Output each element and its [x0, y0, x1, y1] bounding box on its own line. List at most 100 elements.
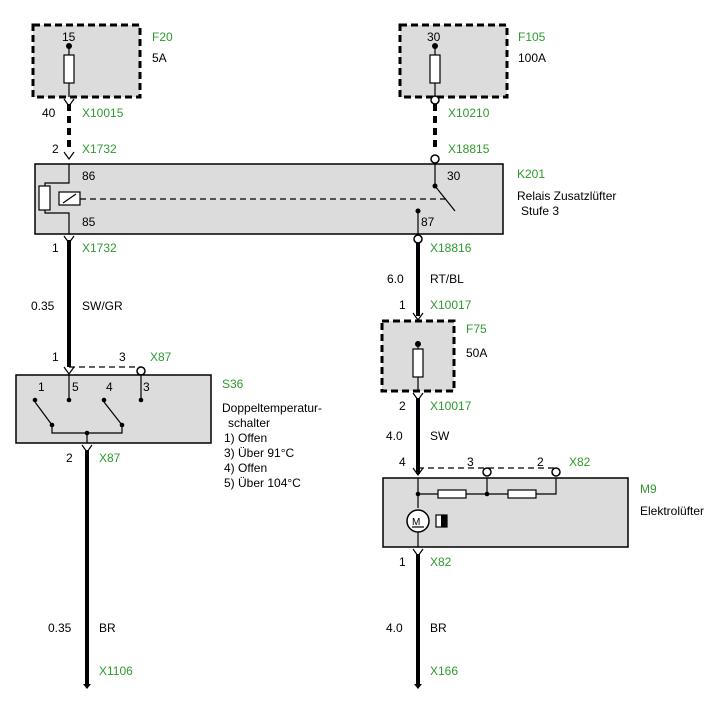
- switch-contact-1: [32, 397, 38, 403]
- fuse-f105-box: [398, 23, 509, 99]
- motor-tap-node: [484, 491, 490, 497]
- switch-int-3: 3: [143, 380, 150, 394]
- connector-x82-pin3: [482, 467, 492, 477]
- switch-s36-box: [15, 374, 212, 444]
- x10015-id: X10015: [82, 106, 124, 120]
- x87-bot-id: X87: [99, 451, 121, 465]
- relay-pin-86: 86: [82, 169, 96, 183]
- x1106-id: X1106: [99, 664, 133, 678]
- connector-x18815-pin: [430, 154, 440, 164]
- fuse-f20: 15 F20 5A: [31, 23, 173, 99]
- relay-pin-30: 30: [447, 169, 461, 183]
- left-mid-gauge: 0.35: [31, 299, 55, 313]
- fuse-f105: 30 F105 100A: [398, 23, 546, 99]
- switch-contact-5: [66, 397, 72, 403]
- relay-k201: 86 85 30 87: [34, 163, 504, 235]
- left-bottom-color: BR: [99, 621, 116, 635]
- x82-bot-id: X82: [430, 555, 452, 569]
- motor-m9: M: [382, 477, 629, 548]
- relay-pin87-node: [415, 208, 421, 214]
- x87-top-id: X87: [150, 350, 172, 364]
- x18816-id: X18816: [430, 241, 472, 255]
- x166-id: X166: [430, 664, 458, 678]
- switch-blade-pivot-left: [49, 422, 55, 428]
- x1732-top-pin: 2: [52, 142, 59, 156]
- fuse-f105-terminal: 30: [427, 30, 441, 44]
- relay-switch-blade: [434, 185, 456, 212]
- x87-top-pin-a: 1: [52, 350, 59, 364]
- fuse-f20-box: [31, 23, 142, 99]
- fuse-f105-id: F105: [518, 30, 546, 44]
- x18815-id: X18815: [448, 142, 490, 156]
- connector-x87-pin1-symbol: [63, 366, 75, 376]
- x82-pin-2: 2: [537, 455, 544, 469]
- motor-letter: M: [412, 517, 420, 528]
- relay-k201-name-line2: Stufe 3: [521, 204, 559, 218]
- relay-coil-resistor: [38, 185, 51, 211]
- connector-x87-pin3: [136, 366, 146, 376]
- x10017-top-pin: 1: [399, 298, 406, 312]
- left-lower-branch: [81, 444, 93, 689]
- switch-s36-id: S36: [222, 377, 244, 391]
- relay-pin-85: 85: [82, 215, 96, 229]
- x10210-id: X10210: [448, 106, 490, 120]
- fuse-f20-amps: 5A: [152, 51, 167, 65]
- switch-s36-desc-5: 5) Über 104°C: [224, 476, 301, 490]
- right-bottom-color: BR: [430, 621, 447, 635]
- right-branch: [412, 234, 424, 322]
- connector-x1732-top-symbol: [63, 151, 75, 161]
- switch-blade-right: [103, 401, 123, 426]
- switch-s36: 1 5 4 3: [15, 374, 212, 444]
- motor-m9-id: M9: [640, 482, 657, 496]
- right-mid-color: SW: [430, 429, 450, 443]
- motor-resistor-1: [437, 489, 467, 499]
- fuse-f20-element: [63, 54, 75, 84]
- connector-x82-pin2: [551, 467, 561, 477]
- motor-m9-name: Elektrolüfter: [640, 504, 704, 518]
- right-upper-color: RT/BL: [430, 272, 464, 286]
- x10017-bot-pin: 2: [399, 399, 406, 413]
- left-bottom-gauge: 0.35: [48, 621, 72, 635]
- switch-blade-pivot-right: [119, 422, 125, 428]
- x82-pin-4: 4: [399, 455, 406, 469]
- x10017-top-id: X10017: [430, 298, 472, 312]
- ground-x166-symbol: [414, 684, 422, 689]
- fuse-f75: [380, 319, 456, 393]
- connector-x82-pin4-symbol: [412, 467, 424, 477]
- switch-int-5: 5: [72, 380, 79, 394]
- connector-x10210-pin: [430, 95, 440, 105]
- motor-resistor-2-lead: [536, 478, 557, 495]
- x82-top-id: X82: [569, 455, 591, 469]
- left-branch: [63, 235, 146, 376]
- x10015-pin: 40: [42, 106, 56, 120]
- x87-bot-pin: 2: [66, 451, 73, 465]
- x82-pin-3: 3: [467, 455, 474, 469]
- left-mid-color: SW/GR: [82, 299, 123, 313]
- fuse-f20-terminal: 15: [62, 30, 76, 44]
- right-bottom-gauge: 4.0: [386, 621, 403, 635]
- ground-x1106-symbol: [83, 684, 91, 689]
- switch-contact-4: [101, 397, 107, 403]
- fan-icon-fill: [441, 515, 447, 527]
- relay-k201-name-line1: Relais Zusatzlüfter: [517, 189, 616, 203]
- x87-top-pin-b: 3: [119, 350, 126, 364]
- switch-int-1: 1: [38, 380, 45, 394]
- connector-x18816-pin: [413, 234, 423, 244]
- switch-s36-desc-0: Doppeltemperatur-: [222, 401, 322, 415]
- x82-bot-pin: 1: [399, 555, 406, 569]
- connector-x10015-symbol: [63, 98, 75, 108]
- right-mid-branch: [412, 392, 561, 477]
- relay-pin-87: 87: [421, 215, 435, 229]
- x1732-bot-pin: 1: [52, 241, 59, 255]
- fuse-f75-id: F75: [466, 322, 487, 336]
- right-upper-gauge: 6.0: [387, 272, 404, 286]
- switch-blade-left: [34, 401, 53, 426]
- switch-s36-desc-4: 4) Offen: [224, 461, 267, 475]
- fuse-f20-id: F20: [152, 30, 173, 44]
- fuse-f105-amps: 100A: [518, 51, 546, 65]
- switch-s36-desc-2: 1) Offen: [224, 431, 267, 445]
- relay-k201-id: K201: [517, 167, 545, 181]
- motor-resistor-2: [507, 489, 537, 499]
- right-mid-gauge: 4.0: [386, 429, 403, 443]
